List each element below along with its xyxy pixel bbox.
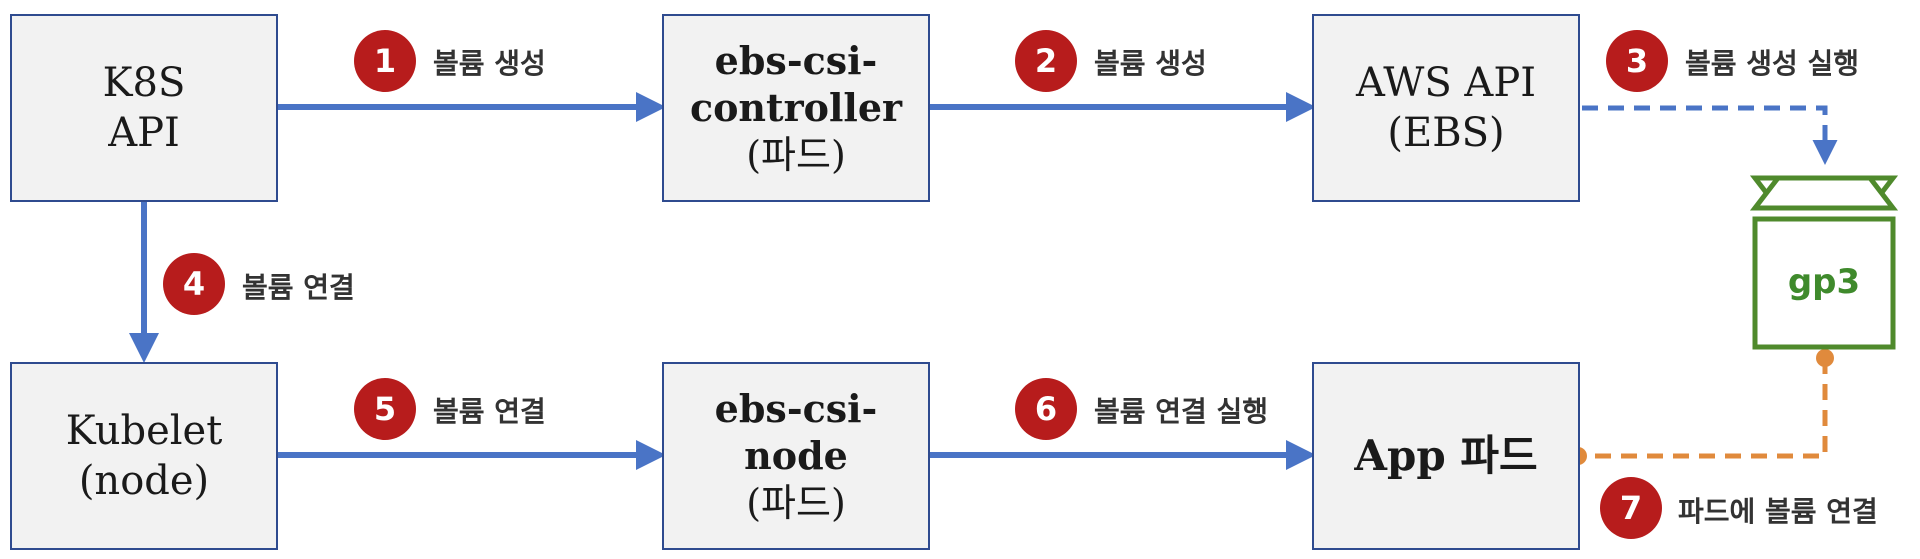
step-label-1: 볼륨 생성 (433, 47, 546, 80)
kubelet-line-2: (node) (78, 458, 210, 504)
k8s-api-box: K8S API (10, 14, 278, 202)
step-label-6: 볼륨 연결 실행 (1094, 395, 1269, 428)
gp3-label: gp3 (1787, 262, 1861, 302)
controller-line-2: controller (689, 85, 903, 131)
node-line-3: (파드) (746, 480, 846, 525)
step-badge-1: 1 (354, 30, 416, 92)
arrow-gp3-to-app (1578, 358, 1828, 459)
step-label-4: 볼륨 연결 (242, 271, 355, 304)
aws-api-line-1: AWS API (1355, 60, 1537, 106)
kubelet-box: Kubelet (node) (10, 362, 278, 550)
step-label-7: 파드에 볼륨 연결 (1678, 495, 1878, 528)
step-label-3: 볼륨 생성 실행 (1685, 47, 1860, 80)
k8s-api-line-2: API (108, 110, 180, 156)
step-badge-5: 5 (354, 378, 416, 440)
gp3-volume-icon (1749, 175, 1899, 350)
node-line-1: ebs-csi- (714, 385, 878, 431)
app-pod-line-1: App 파드 (1354, 430, 1538, 480)
controller-line-3: (파드) (746, 132, 846, 177)
aws-api-box: AWS API (EBS) (1312, 14, 1580, 202)
kubelet-line-1: Kubelet (65, 408, 223, 454)
gp3-connector-dot-top (1816, 349, 1834, 367)
step-badge-7: 7 (1600, 477, 1662, 539)
step-label-5: 볼륨 연결 (433, 395, 546, 428)
ebs-csi-controller-box: ebs-csi- controller (파드) (662, 14, 930, 202)
step-label-2: 볼륨 생성 (1094, 47, 1207, 80)
app-pod-box: App 파드 (1312, 362, 1580, 550)
step-badge-3: 3 (1606, 30, 1668, 92)
controller-line-1: ebs-csi- (714, 37, 878, 83)
ebs-csi-node-box: ebs-csi- node (파드) (662, 362, 930, 550)
step-badge-6: 6 (1015, 378, 1077, 440)
step-badge-4: 4 (163, 253, 225, 315)
step-badge-2: 2 (1015, 30, 1077, 92)
k8s-api-line-1: K8S (102, 60, 186, 106)
aws-api-line-2: (EBS) (1387, 110, 1505, 156)
node-line-2: node (744, 433, 848, 479)
arrow-aws-to-gp3 (1582, 105, 1838, 165)
